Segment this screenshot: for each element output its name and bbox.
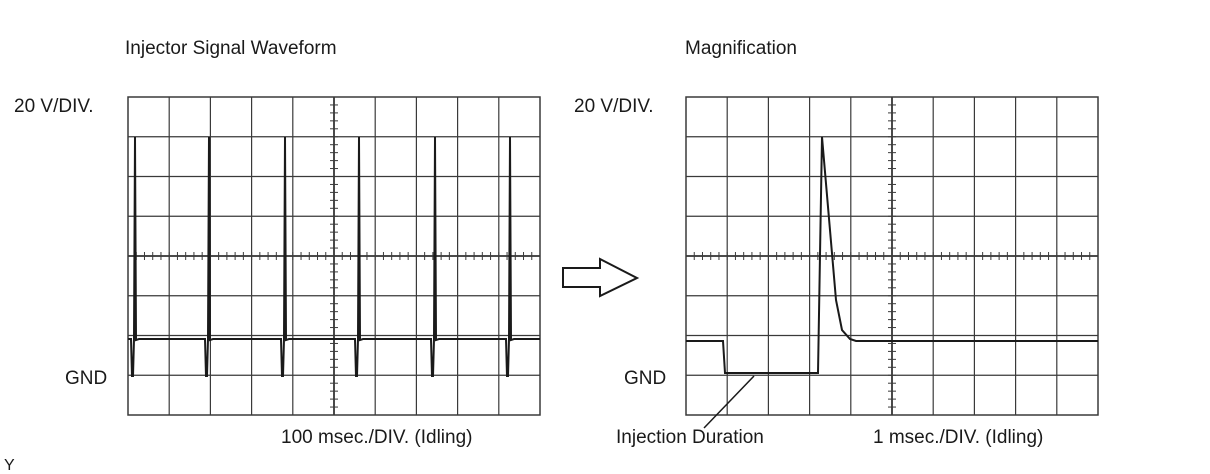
left-oscilloscope-grid (127, 96, 541, 416)
left-injector-waveform (128, 136, 540, 377)
right-arrow-icon (562, 257, 640, 298)
corner-mark: Y (4, 457, 15, 474)
right-volts-label: 20 V/DIV. (574, 96, 654, 117)
right-oscilloscope-grid (685, 96, 1099, 416)
injection-duration-leader (703, 375, 755, 429)
left-gnd-label: GND (65, 368, 107, 389)
right-magnified-waveform (686, 136, 1098, 374)
left-panel-title: Injector Signal Waveform (125, 38, 337, 59)
right-gnd-label: GND (624, 368, 666, 389)
right-time-label: 1 msec./DIV. (Idling) (873, 427, 1043, 448)
injection-duration-label: Injection Duration (616, 427, 764, 448)
left-time-label: 100 msec./DIV. (Idling) (281, 427, 473, 448)
left-volts-label: 20 V/DIV. (14, 96, 94, 117)
right-panel-title: Magnification (685, 38, 797, 59)
